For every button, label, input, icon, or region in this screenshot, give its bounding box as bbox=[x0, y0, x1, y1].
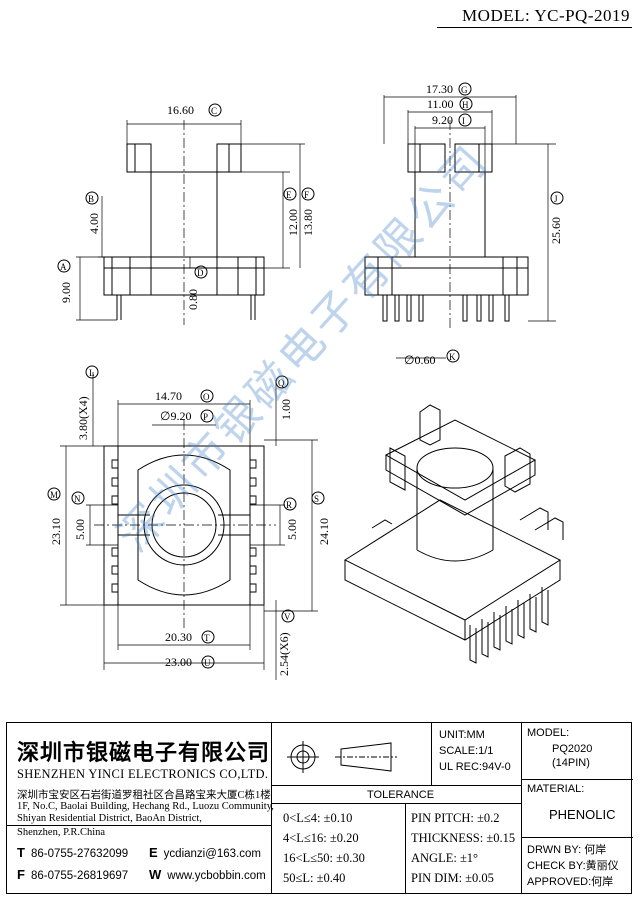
marker-m: M bbox=[50, 490, 58, 500]
dim-r-text: 5.00 bbox=[285, 519, 299, 540]
scale-label: SCALE:1/1 bbox=[439, 745, 494, 757]
dim-f-text: 13.80 bbox=[301, 209, 315, 236]
dim-t-text: 20.30 bbox=[165, 630, 192, 644]
tolerance-title: TOLERANCE bbox=[367, 789, 435, 801]
projection-symbol-icon bbox=[287, 741, 397, 773]
model-field-label: MODEL: bbox=[527, 727, 570, 739]
top-view-markers: L O P Q M N R S T U V bbox=[47, 365, 325, 669]
marker-a: A bbox=[60, 262, 67, 272]
marker-g: G bbox=[461, 85, 468, 95]
dim-m-text: 23.10 bbox=[49, 518, 63, 545]
dim-p-text: ∅9.20 bbox=[160, 409, 191, 423]
dim-o-text: 14.70 bbox=[155, 389, 182, 403]
top-view bbox=[60, 372, 318, 680]
title-block: 深圳市银磁电子有限公司 SHENZHEN YINCI ELECTRONICS C… bbox=[6, 722, 633, 894]
model-underline bbox=[437, 27, 632, 28]
side-view bbox=[364, 95, 556, 359]
tolerance-row-2: 4<L≤16: ±0.20 bbox=[283, 831, 359, 845]
marker-c: C bbox=[211, 106, 217, 116]
top-view-labels: 14.70 ∅9.20 3.80(X4) 1.00 23.10 5.00 5.0… bbox=[49, 389, 331, 676]
front-view-labels: 16.60 4.00 9.00 0.80 12.00 13.80 bbox=[59, 103, 315, 310]
dim-e-text: 12.00 bbox=[286, 209, 300, 236]
marker-k: K bbox=[449, 352, 456, 362]
marker-n: N bbox=[74, 494, 81, 504]
company-name-cn: 深圳市银磁电子有限公司 bbox=[17, 741, 271, 766]
angle-tolerance: ANGLE: ±1° bbox=[411, 851, 479, 865]
divider bbox=[7, 825, 271, 826]
marker-s: S bbox=[314, 494, 319, 504]
company-name-en: SHENZHEN YINCI ELECTRONICS CO,LTD. bbox=[17, 767, 269, 781]
dim-u-text: 23.00 bbox=[165, 655, 192, 669]
pin-count-value: (14PIN) bbox=[552, 757, 590, 769]
dim-h-text: 11.00 bbox=[427, 97, 454, 111]
dim-j-text: 25.60 bbox=[549, 217, 563, 244]
dim-b-text: 4.00 bbox=[87, 213, 101, 234]
divider bbox=[271, 723, 272, 893]
side-view-markers: G H I J K bbox=[446, 82, 564, 363]
divider bbox=[521, 837, 633, 838]
marker-e: E bbox=[286, 190, 292, 200]
dim-q-text: 1.00 bbox=[279, 399, 293, 420]
marker-f: F bbox=[304, 190, 309, 200]
dim-i-text: 9.20 bbox=[432, 113, 453, 127]
dim-g-text: 17.30 bbox=[426, 82, 453, 96]
marker-o: O bbox=[203, 392, 210, 402]
pin-pitch-tolerance: PIN PITCH: ±0.2 bbox=[411, 811, 500, 825]
address-en-line1: 1F, No.C, Baolai Building, Hechang Rd., … bbox=[17, 801, 274, 812]
dim-a-text: 9.00 bbox=[59, 282, 73, 303]
unit-label: UNIT:MM bbox=[439, 729, 485, 741]
front-view bbox=[76, 120, 305, 325]
address-cn: 深圳市宝安区石岩街道罗租社区合昌路宝来大厦C栋1楼 bbox=[17, 790, 271, 801]
dim-v-text: 2.54(X6) bbox=[277, 632, 291, 676]
divider bbox=[405, 803, 406, 893]
thickness-tolerance: THICKNESS: ±0.15 bbox=[411, 831, 516, 845]
pin-dim-tolerance: PIN DIM: ±0.05 bbox=[411, 871, 494, 885]
front-view-markers: C B A D E F bbox=[57, 103, 315, 279]
marker-r: R bbox=[286, 500, 292, 510]
model-field-value: PQ2020 bbox=[552, 743, 593, 755]
address-en-line2: Shiyan Residential District, BaoAn Distr… bbox=[17, 813, 202, 824]
marker-j: J bbox=[554, 194, 558, 204]
marker-u: U bbox=[204, 658, 211, 668]
marker-v: V bbox=[284, 612, 291, 622]
divider bbox=[431, 723, 432, 785]
material-label: MATERIAL: bbox=[527, 783, 585, 795]
tolerance-row-3: 16<L≤50: ±0.30 bbox=[283, 851, 365, 865]
marker-h: H bbox=[462, 100, 469, 110]
marker-q: Q bbox=[278, 378, 285, 388]
dim-l-text: 3.80(X4) bbox=[76, 396, 90, 440]
dim-d-text: 0.80 bbox=[186, 289, 200, 310]
marker-d: D bbox=[197, 268, 204, 278]
marker-t: T bbox=[204, 633, 210, 643]
marker-i: I bbox=[462, 116, 465, 126]
side-view-labels: 17.30 11.00 9.20 25.60 ∅0.60 bbox=[404, 82, 563, 367]
dim-c-text: 16.60 bbox=[167, 103, 194, 117]
marker-l: L bbox=[89, 368, 95, 378]
material-value: PHENOLIC bbox=[549, 807, 616, 822]
check-by: CHECK BY:黄丽仪 bbox=[527, 860, 619, 872]
divider bbox=[271, 803, 521, 804]
address-en-line3: Shenzhen, P.R.China bbox=[17, 827, 106, 838]
dim-s-text: 24.10 bbox=[317, 518, 331, 545]
tolerance-row-1: 0<L≤4: ±0.10 bbox=[283, 811, 353, 825]
marker-p: P bbox=[203, 412, 208, 422]
dim-k-text: ∅0.60 bbox=[404, 353, 435, 367]
technical-drawing: 16.60 4.00 9.00 0.80 12.00 13.80 C B A D… bbox=[47, 82, 564, 680]
drawn-by: DRWN BY: 何岸 bbox=[527, 844, 607, 856]
dim-n-text: 5.00 bbox=[73, 519, 87, 540]
marker-b: B bbox=[88, 194, 94, 204]
divider bbox=[271, 785, 521, 786]
tolerance-row-4: 50≤L: ±0.40 bbox=[283, 871, 346, 885]
approved-by: APPROVED:何岸 bbox=[527, 876, 614, 888]
ul-rec-label: UL REC:94V-0 bbox=[439, 761, 511, 773]
model-label: MODEL: YC-PQ-2019 bbox=[462, 6, 630, 25]
divider bbox=[521, 779, 633, 780]
isometric-view bbox=[343, 404, 564, 664]
divider bbox=[521, 723, 522, 893]
